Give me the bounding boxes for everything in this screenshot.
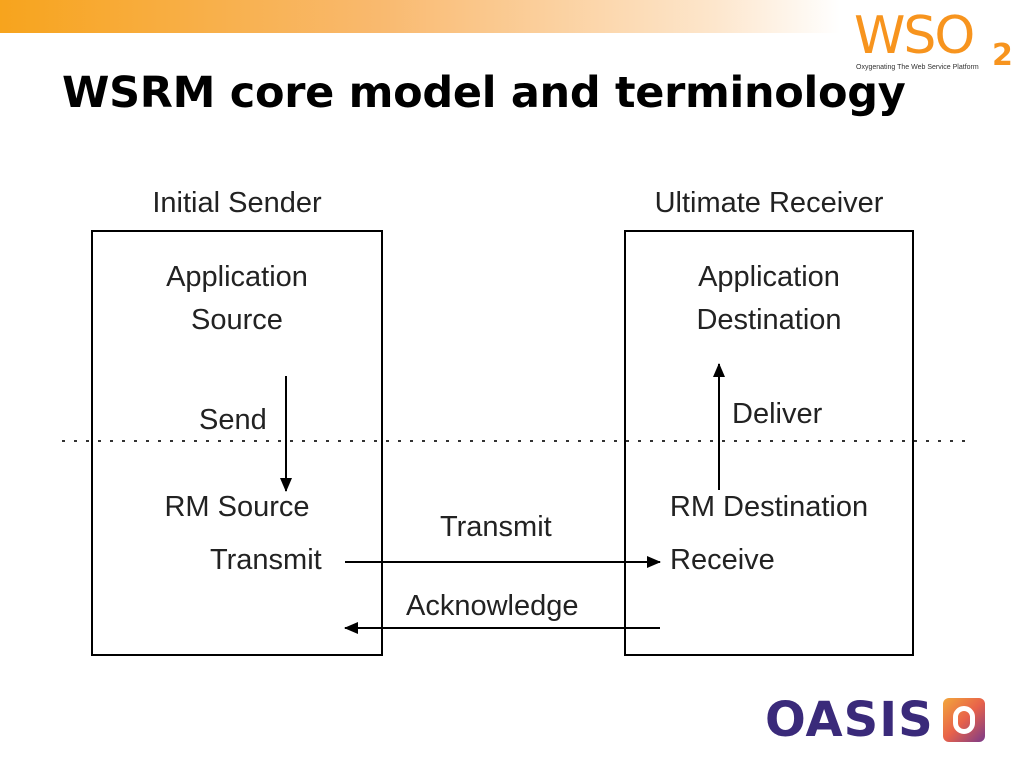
wso2-logo-tagline: Oxygenating The Web Service Platform [856, 64, 979, 71]
oasis-logo: OASIS [765, 690, 995, 750]
receiver-box [624, 230, 914, 656]
wso2-logo: WSO 2 Oxygenating The Web Service Platfo… [850, 6, 1015, 78]
transmit-link-label: Transmit [440, 511, 552, 543]
receiver-title: Ultimate Receiver [654, 187, 884, 219]
sender-app-line1: Application [166, 261, 308, 293]
receiver-receive-label: Receive [670, 544, 775, 576]
sender-box [91, 230, 383, 656]
send-label: Send [199, 404, 267, 436]
sender-transmit-label: Transmit [210, 544, 322, 576]
receiver-rm-label: RM Destination [669, 491, 869, 523]
deliver-label: Deliver [732, 398, 823, 430]
oasis-logo-icon [943, 698, 985, 742]
receiver-app-line1: Application [698, 261, 840, 293]
header-gradient-bar [0, 0, 840, 33]
wso2-logo-subscript: 2 [992, 38, 1013, 73]
sender-title: Initial Sender [152, 187, 322, 219]
slide-title: WSRM core model and terminology [62, 68, 906, 118]
sender-app-line2: Source [191, 304, 283, 336]
acknowledge-link-label: Acknowledge [406, 590, 579, 622]
sender-rm-label: RM Source [164, 491, 310, 523]
oasis-logo-word: OASIS [765, 692, 934, 748]
receiver-app-line2: Destination [696, 304, 842, 336]
wso2-logo-word: WSO [854, 6, 975, 66]
